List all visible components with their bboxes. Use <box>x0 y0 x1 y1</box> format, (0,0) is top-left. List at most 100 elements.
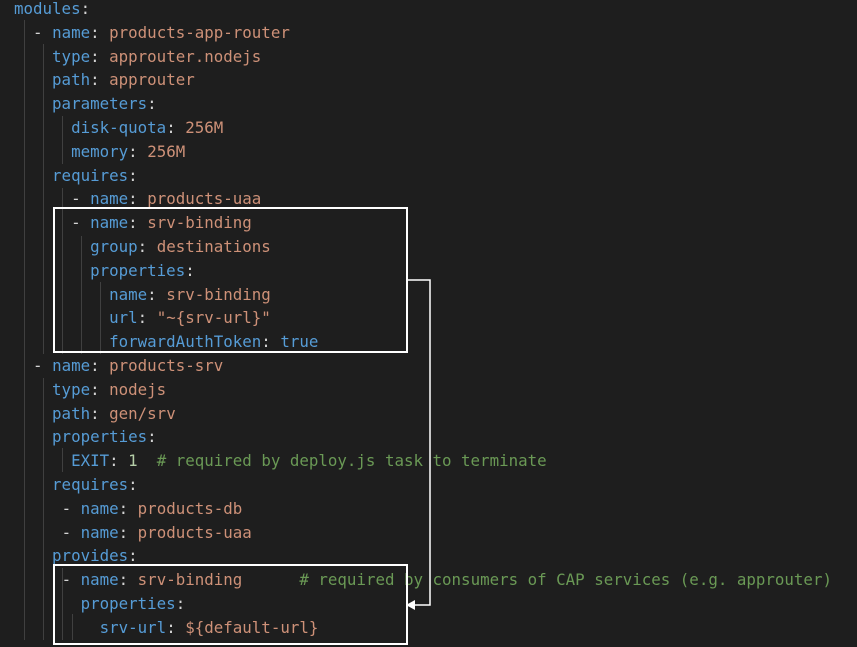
code-line[interactable]: url: "~{srv-url}" <box>14 306 271 330</box>
code-line[interactable]: path: gen/srv <box>14 402 176 426</box>
code-line[interactable]: EXIT: 1 # required by deploy.js task to … <box>14 449 547 473</box>
yaml-boolean: true <box>280 332 319 352</box>
yaml-punctuation: - <box>33 22 53 42</box>
yaml-string: approuter <box>109 70 195 90</box>
code-line[interactable]: modules: <box>14 0 90 21</box>
code-line[interactable]: name: srv-binding <box>14 283 271 307</box>
yaml-punctuation: : <box>90 46 110 66</box>
yaml-key: type <box>52 379 91 399</box>
code-line[interactable]: properties: <box>14 259 195 283</box>
code-line[interactable]: - name: srv-binding # required by consum… <box>14 568 832 592</box>
yaml-key: requires <box>52 475 129 494</box>
indent-guide <box>62 116 63 164</box>
code-line[interactable]: srv-url: ${default-url} <box>14 616 319 640</box>
indent-guide <box>62 448 63 472</box>
yaml-punctuation: : <box>90 379 110 399</box>
yaml-key: parameters <box>52 94 148 114</box>
yaml-comment: # required by consumers of CAP services … <box>299 570 832 590</box>
code-line[interactable]: requires: <box>14 164 138 188</box>
yaml-key: EXIT <box>71 451 110 471</box>
code-line[interactable]: memory: 256M <box>14 140 185 164</box>
code-line[interactable]: disk-quota: 256M <box>14 116 223 140</box>
yaml-key: name <box>52 356 91 375</box>
indent-guide <box>62 568 63 640</box>
yaml-punctuation: : <box>147 427 157 447</box>
code-line[interactable]: properties: <box>14 592 186 616</box>
yaml-punctuation: : <box>128 165 138 185</box>
yaml-string: destinations <box>156 237 271 256</box>
yaml-punctuation: : <box>147 284 167 304</box>
requires-srv-binding-highlight <box>53 207 408 353</box>
yaml-punctuation: : <box>90 403 110 423</box>
yaml-string: 256M <box>147 141 186 161</box>
indent-guide <box>43 44 44 354</box>
yaml-string: gen/srv <box>109 403 176 423</box>
code-line[interactable]: type: nodejs <box>14 378 166 402</box>
yaml-punctuation: : <box>185 260 195 280</box>
yaml-punctuation: : <box>166 617 186 637</box>
yaml-punctuation: : <box>147 94 157 114</box>
code-line[interactable]: properties: <box>14 425 157 449</box>
code-line[interactable]: requires: <box>14 473 138 497</box>
yaml-string: srv-binding <box>166 284 271 304</box>
yaml-punctuation: : <box>128 141 148 161</box>
yaml-punctuation: - <box>61 570 81 590</box>
code-line[interactable]: - name: products-srv <box>14 354 223 378</box>
yaml-punctuation: - <box>33 356 53 375</box>
yaml-key: name <box>80 570 119 590</box>
code-line[interactable]: - name: products-db <box>14 497 243 521</box>
yaml-key: properties <box>80 594 176 613</box>
code-line[interactable]: - name: products-uaa <box>14 521 252 545</box>
yaml-punctuation: : <box>80 0 91 18</box>
yaml-punctuation: : <box>175 594 186 613</box>
yaml-key: disk-quota <box>71 118 167 137</box>
yaml-string: 256M <box>185 118 224 137</box>
yaml-punctuation: : <box>261 332 281 352</box>
yaml-key: properties <box>52 427 148 447</box>
yaml-string: products-db <box>137 498 243 518</box>
yaml-key: provides <box>52 546 129 566</box>
code-line[interactable]: - name: srv-binding <box>14 211 252 235</box>
yaml-punctuation: : <box>90 356 110 375</box>
yaml-key: type <box>52 46 91 66</box>
code-line[interactable]: forwardAuthToken: true <box>14 330 318 354</box>
yaml-string: srv-binding <box>137 570 243 590</box>
yaml-string: ${default-url} <box>185 617 319 637</box>
code-line[interactable]: path: approuter <box>14 68 195 92</box>
yaml-key: name <box>90 213 129 233</box>
yaml-key: requires <box>52 165 129 185</box>
yaml-punctuation: : <box>128 189 148 209</box>
yaml-punctuation: : <box>118 498 138 518</box>
yaml-punctuation: : <box>128 213 148 233</box>
yaml-key: name <box>80 522 119 542</box>
indent-guide <box>43 378 44 640</box>
yaml-punctuation: : <box>118 522 138 542</box>
yaml-punctuation: : <box>90 22 110 42</box>
yaml-key: name <box>80 498 119 518</box>
indent-guide <box>24 20 25 640</box>
yaml-string: "~{srv-url}" <box>156 308 271 328</box>
yaml-punctuation: : <box>166 118 186 137</box>
code-line[interactable]: - name: products-uaa <box>14 187 261 211</box>
yaml-punctuation: : <box>109 451 129 471</box>
code-line[interactable]: provides: <box>14 544 138 568</box>
yaml-key: name <box>52 22 91 42</box>
yaml-string: approuter.nodejs <box>109 46 262 66</box>
yaml-punctuation: : <box>128 546 138 566</box>
code-line[interactable]: parameters: <box>14 92 157 116</box>
indent-guide <box>81 236 82 354</box>
code-line[interactable]: type: approuter.nodejs <box>14 45 261 69</box>
connector-line <box>408 279 431 606</box>
code-line[interactable]: - name: products-app-router <box>14 21 290 45</box>
yaml-punctuation: : <box>118 570 138 590</box>
yaml-key: name <box>90 189 129 209</box>
yaml-number: 1 <box>128 451 138 471</box>
code-line[interactable]: group: destinations <box>14 235 271 259</box>
yaml-string: products-uaa <box>147 189 262 209</box>
yaml-punctuation: - <box>71 213 91 233</box>
yaml-string: products-uaa <box>137 522 252 542</box>
yaml-punctuation: - <box>71 189 91 209</box>
yaml-punctuation: - <box>61 498 81 518</box>
